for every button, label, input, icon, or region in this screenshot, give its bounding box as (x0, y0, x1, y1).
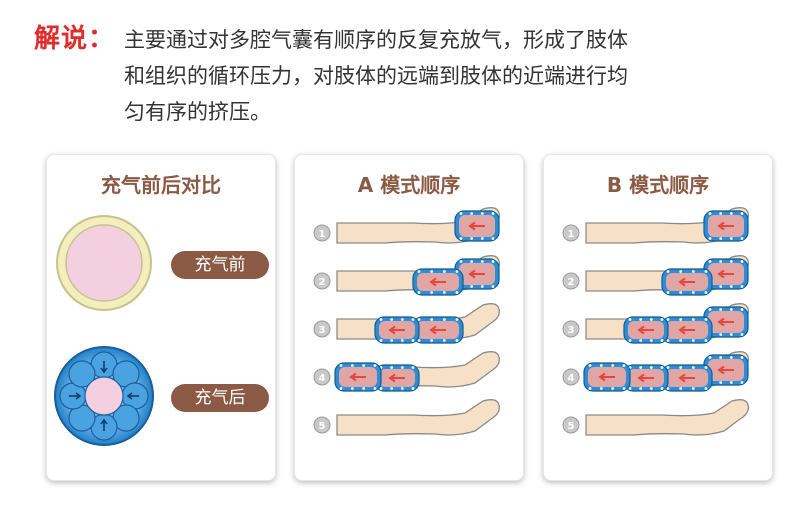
explanation-line-2: 和组织的循环压力，对肢体的远端到肢体的近端进行均 (124, 64, 628, 88)
step-number: 5 (319, 421, 326, 432)
mode-a-panel: A 模式顺序 1 2 3 4 5 (294, 154, 524, 481)
calf-cuff-chamber (661, 268, 713, 296)
inflation-comparison-panel: 充气前后对比 充气前 充气后 (46, 154, 276, 481)
step-number-badge: 2 (562, 272, 580, 290)
mode-b-title: B 模式顺序 (606, 173, 710, 197)
step-number: 4 (568, 373, 575, 384)
step-number: 2 (319, 277, 326, 288)
explanation-text: 主要通过对多腔气囊有顺序的反复充放气，形成了肢体 和组织的循环压力，对肢体的远端… (124, 22, 754, 130)
sequence-step: 5 (562, 399, 749, 436)
knee-cuff-chamber (374, 364, 420, 392)
after-inner-circle (84, 376, 124, 416)
step-number-badge: 3 (313, 320, 331, 338)
step-number-badge: 4 (313, 368, 331, 386)
step-number-badge: 1 (562, 224, 580, 242)
foot-cuff-chamber (703, 306, 749, 338)
knee-cuff-chamber (623, 316, 669, 344)
leg-shape (336, 399, 500, 436)
step-number-badge: 2 (313, 272, 331, 290)
calf-cuff-chamber (412, 316, 464, 344)
explanation-label: 解说： (34, 24, 116, 54)
sequence-step: 4 (313, 351, 500, 392)
knee-cuff-chamber (374, 316, 420, 344)
step-number-badge: 3 (562, 320, 580, 338)
after-inflation-label: 充气后 (171, 384, 269, 412)
step-number: 4 (319, 373, 326, 384)
explanation-line-3: 匀有序的挤压。 (124, 100, 271, 124)
step-number: 2 (568, 277, 575, 288)
step-number: 3 (568, 325, 575, 336)
mode-b-panel: B 模式顺序 1 2 3 4 5 (543, 154, 773, 481)
explanation-line-1: 主要通过对多腔气囊有顺序的反复充放气，形成了肢体 (124, 28, 628, 52)
knee-cuff-chamber (623, 364, 669, 392)
foot-cuff-chamber (454, 258, 500, 290)
step-number: 1 (319, 229, 326, 240)
sequence-step: 2 (562, 255, 749, 296)
mode-a-title: A 模式顺序 (357, 173, 461, 197)
after-chambers (59, 351, 149, 441)
comparison-title: 充气前后对比 (101, 173, 221, 197)
compression-arrows (69, 361, 139, 431)
step-number-badge: 5 (562, 416, 580, 434)
step-number-badge: 4 (562, 368, 580, 386)
mode-a-sequence: 1 2 3 4 5 (313, 207, 500, 436)
foot-cuff-chamber (703, 354, 749, 386)
sequence-step: 3 (313, 303, 500, 344)
sequence-step: 5 (313, 399, 500, 436)
sequence-step: 3 (562, 303, 749, 344)
calf-cuff-chamber (412, 268, 464, 296)
calf-cuff-chamber (661, 316, 713, 344)
mode-b-sequence: 1 2 3 4 5 (562, 207, 749, 436)
sequence-step: 4 (562, 351, 749, 392)
step-number: 3 (319, 325, 326, 336)
calf-cuff-chamber (661, 364, 713, 392)
comparison-illustration (54, 215, 154, 446)
step-number-badge: 1 (313, 224, 331, 242)
thigh-cuff-chamber (583, 362, 631, 392)
step-number: 1 (568, 229, 575, 240)
before-inflation-label: 充气前 (171, 251, 269, 279)
sequence-step: 1 (313, 207, 500, 244)
leg-shape (585, 399, 749, 436)
thigh-cuff-chamber (334, 362, 382, 392)
foot-cuff-chamber (454, 210, 500, 242)
sequence-step: 2 (313, 255, 500, 296)
before-inner-circle (65, 224, 143, 302)
step-number: 5 (568, 421, 575, 432)
foot-cuff-chamber (703, 210, 749, 242)
step-number-badge: 5 (313, 416, 331, 434)
sequence-step: 1 (562, 207, 749, 244)
